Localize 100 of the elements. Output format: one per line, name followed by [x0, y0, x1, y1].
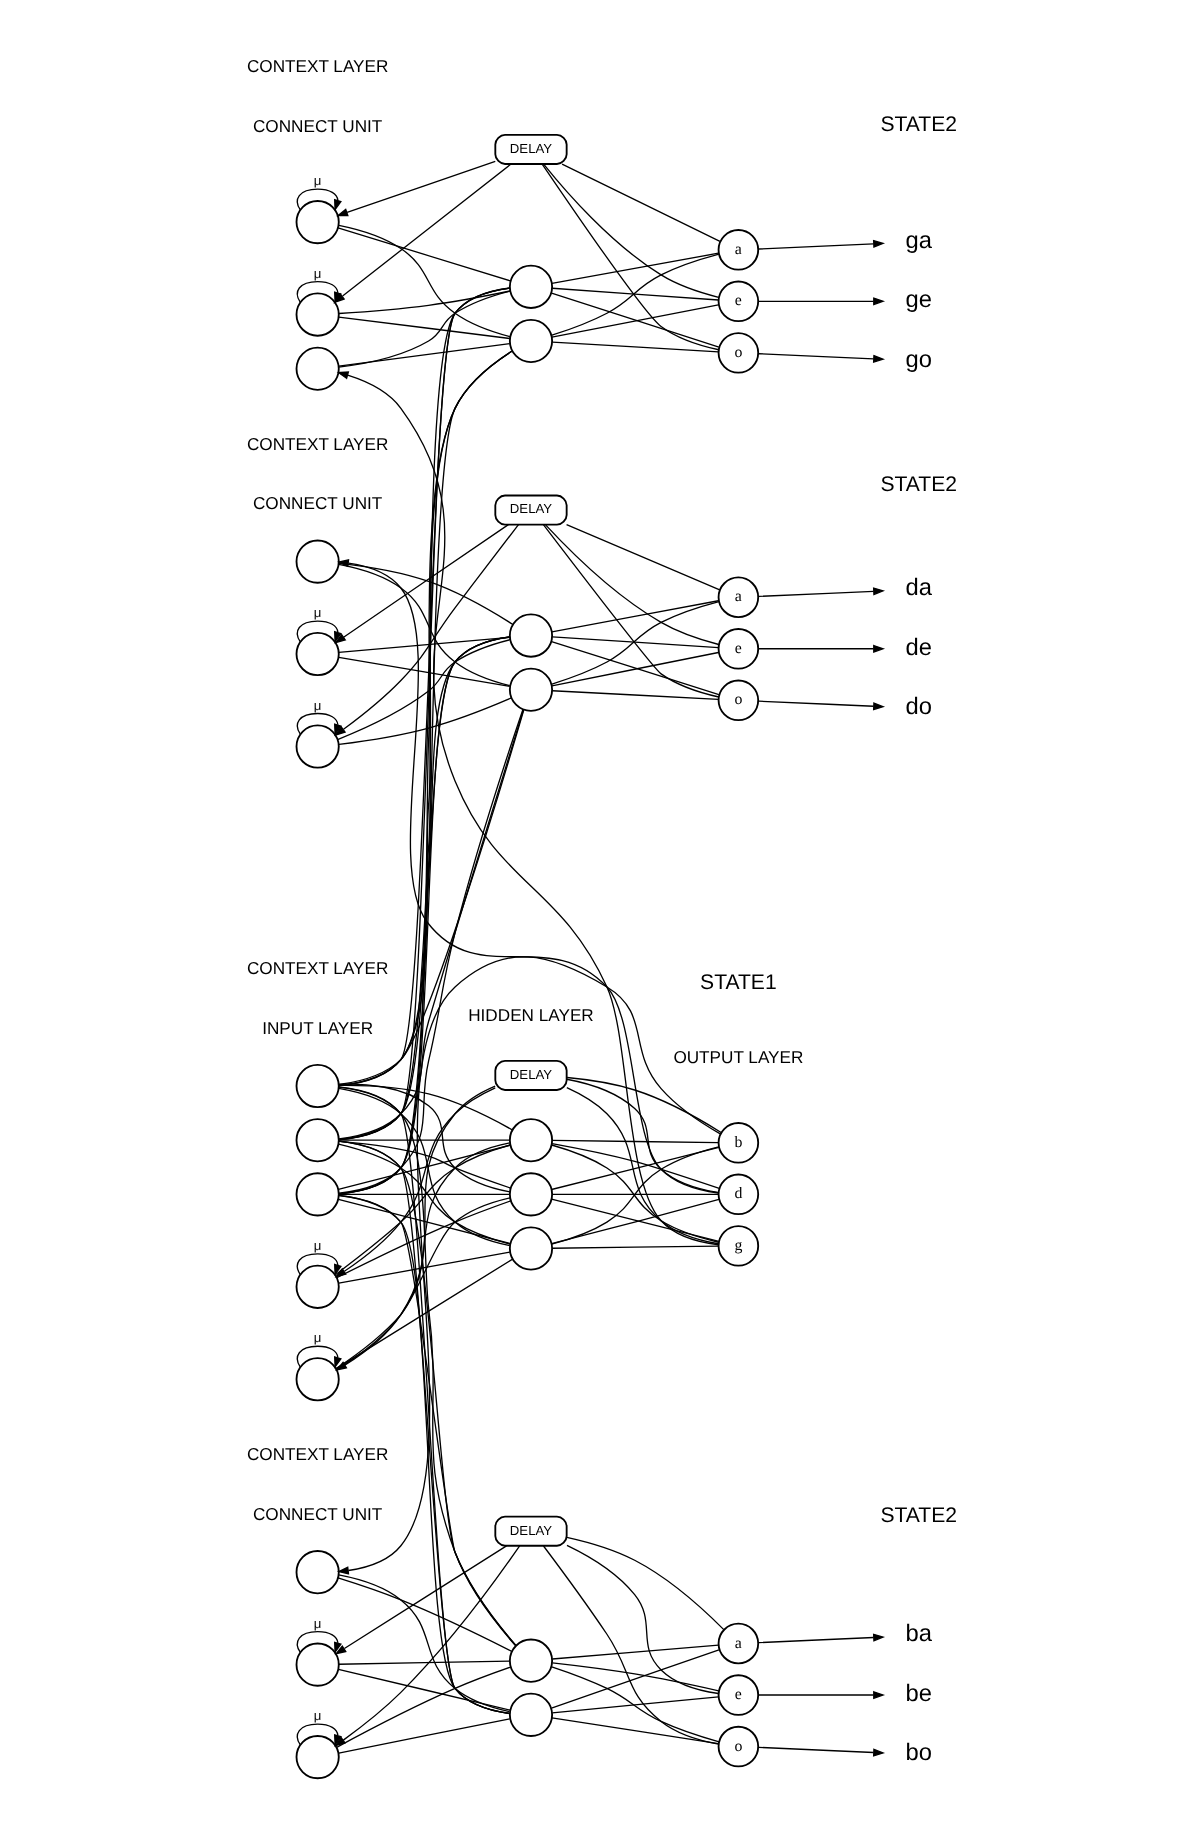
connector — [550, 600, 719, 633]
connector — [550, 1193, 719, 1195]
label: STATE2 — [879, 112, 956, 137]
arrow — [335, 371, 718, 1246]
node-circle — [294, 1550, 339, 1595]
connector — [540, 163, 719, 351]
label: STATE2 — [879, 473, 956, 498]
connector — [550, 253, 719, 336]
connector — [550, 1139, 719, 1144]
arrow — [333, 523, 519, 737]
connector — [560, 163, 720, 243]
label: CONTEXT LAYER — [245, 1444, 388, 1465]
connector — [550, 636, 719, 649]
connector — [550, 1666, 719, 1743]
connector — [337, 656, 510, 687]
connector — [337, 316, 510, 340]
connector — [337, 562, 513, 626]
label: OUTPUT LAYER — [672, 1046, 803, 1067]
connector — [550, 690, 719, 700]
node-text: da — [904, 573, 931, 602]
label: HIDDEN LAYER — [467, 1004, 593, 1025]
arrow — [757, 700, 884, 711]
node-circle — [507, 1172, 553, 1217]
node-circle — [507, 613, 553, 658]
node-text: do — [904, 692, 931, 721]
connector — [543, 524, 719, 646]
connector — [335, 639, 510, 741]
node-circle — [294, 1172, 339, 1217]
label: STATE1 — [699, 971, 776, 996]
connector — [550, 600, 719, 685]
arrow — [336, 559, 718, 1194]
connector — [337, 1660, 510, 1665]
node-circle — [507, 667, 553, 712]
connector — [335, 1666, 511, 1748]
connector — [336, 1668, 510, 1711]
arrow — [757, 587, 884, 598]
connector — [550, 252, 719, 284]
label: CONNECT UNIT — [251, 493, 382, 514]
connector — [336, 1577, 512, 1652]
node-text: bo — [904, 1738, 931, 1767]
node-text: go — [904, 344, 931, 373]
connector — [550, 1662, 719, 1692]
label: CONNECT UNIT — [251, 115, 382, 136]
connector — [336, 1143, 510, 1245]
label: CONNECT UNIT — [251, 1503, 382, 1524]
connector — [337, 1251, 510, 1284]
connector — [549, 641, 719, 696]
connector — [541, 1545, 719, 1745]
node-text: de — [904, 632, 931, 661]
connector — [337, 342, 510, 367]
arrow — [335, 160, 495, 217]
connector — [337, 1084, 512, 1131]
arrow — [295, 280, 341, 304]
connector — [336, 1198, 510, 1245]
arrow — [295, 1723, 341, 1747]
arrow — [333, 523, 509, 644]
arrow — [333, 1545, 507, 1655]
connector — [337, 1193, 510, 1195]
label: CONTEXT LAYER — [245, 958, 388, 979]
connector — [550, 304, 719, 338]
label: CONTEXT LAYER — [245, 433, 388, 454]
label: INPUT LAYER — [261, 1017, 373, 1038]
node-circle — [294, 539, 339, 584]
connector — [337, 290, 510, 315]
node-circle — [507, 1118, 553, 1163]
connector — [541, 523, 719, 698]
arrow — [295, 1253, 341, 1277]
node-circle — [507, 1692, 553, 1737]
connector — [550, 1717, 719, 1745]
arrow — [757, 297, 884, 306]
connector — [336, 227, 510, 282]
node-text: ga — [904, 225, 931, 254]
connector — [550, 1245, 719, 1249]
connector — [550, 1696, 719, 1714]
arrow — [295, 620, 341, 644]
connector — [565, 1536, 724, 1631]
node-circle — [294, 1118, 339, 1163]
connector — [550, 341, 719, 353]
arrow — [757, 1690, 884, 1700]
connector — [549, 1649, 719, 1709]
node-circle — [294, 346, 339, 391]
arrow — [757, 239, 884, 250]
connector — [565, 1076, 721, 1134]
node-circle — [507, 1638, 553, 1683]
node-circle — [294, 1063, 339, 1109]
arrow — [757, 353, 884, 363]
arrow — [757, 1633, 884, 1644]
node-circle — [507, 1226, 553, 1271]
connector — [337, 290, 510, 368]
connector — [337, 1139, 510, 1141]
connector — [564, 524, 720, 591]
label: STATE2 — [879, 1503, 956, 1528]
connector — [337, 224, 510, 338]
arrow — [295, 712, 341, 736]
connector — [550, 287, 719, 301]
connector — [550, 651, 719, 687]
node-text: be — [904, 1678, 931, 1707]
node-circle — [507, 318, 553, 364]
connector — [337, 1087, 510, 1247]
connector — [337, 1083, 510, 1193]
